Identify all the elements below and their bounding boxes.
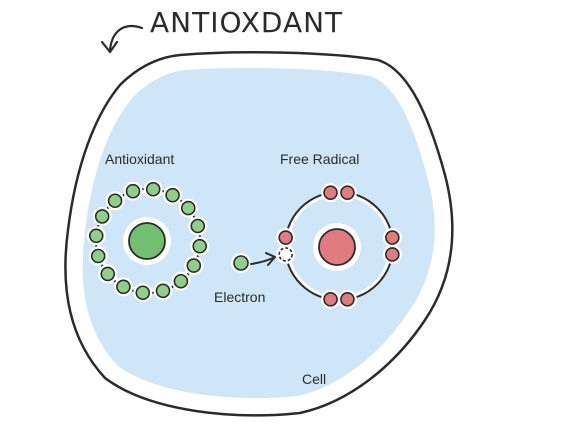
free-radical-electron [278,230,293,245]
transfer-electron [231,253,251,273]
free-radical-label: Free Radical [280,151,359,167]
free-radical-electron [340,185,355,200]
antioxidant-electron [94,209,110,224]
free-radical-molecule [276,183,402,309]
free-radical-electrons [276,183,402,309]
missing-electron-slot [278,247,293,262]
title-arrow [108,24,144,52]
antioxidant-electron [165,187,180,203]
antioxidant-electron [145,181,161,197]
antioxidant-electron [173,273,189,289]
antioxidant-electron [100,266,116,282]
free-radical-electron [323,292,338,307]
transfer-electron-dot [233,255,249,271]
antioxidant-electrons [86,179,210,303]
diagram-title: ANTIOXDANT [150,6,343,39]
antioxidant-electron [192,238,208,254]
cell-cytoplasm [82,68,435,399]
antioxidant-electron [186,258,202,273]
transfer-arrow [250,257,274,265]
electron-label: Electron [214,289,265,305]
antioxidant-electron [107,193,123,209]
antioxidant-electron [190,218,206,234]
antioxidant-electron [180,200,196,216]
free-radical-nucleus [318,228,356,266]
antioxidant-electron [135,285,151,301]
antioxidant-label: Antioxidant [105,151,174,167]
antioxidant-electron [155,283,171,299]
antioxidant-electron [90,248,106,264]
cell-label: Cell [302,371,326,387]
free-radical-electron [323,185,338,200]
title-arrow-head [100,40,119,54]
free-radical-electron [385,247,400,262]
antioxidant-electron [116,279,131,295]
free-radical-electron [340,292,355,307]
transfer-arrow-head [265,252,276,266]
antioxidant-molecule [86,179,210,303]
free-radical-electron [385,230,400,245]
antioxidant-electron [88,228,104,244]
antioxidant-electron [125,183,141,199]
antioxidant-nucleus [128,222,166,260]
